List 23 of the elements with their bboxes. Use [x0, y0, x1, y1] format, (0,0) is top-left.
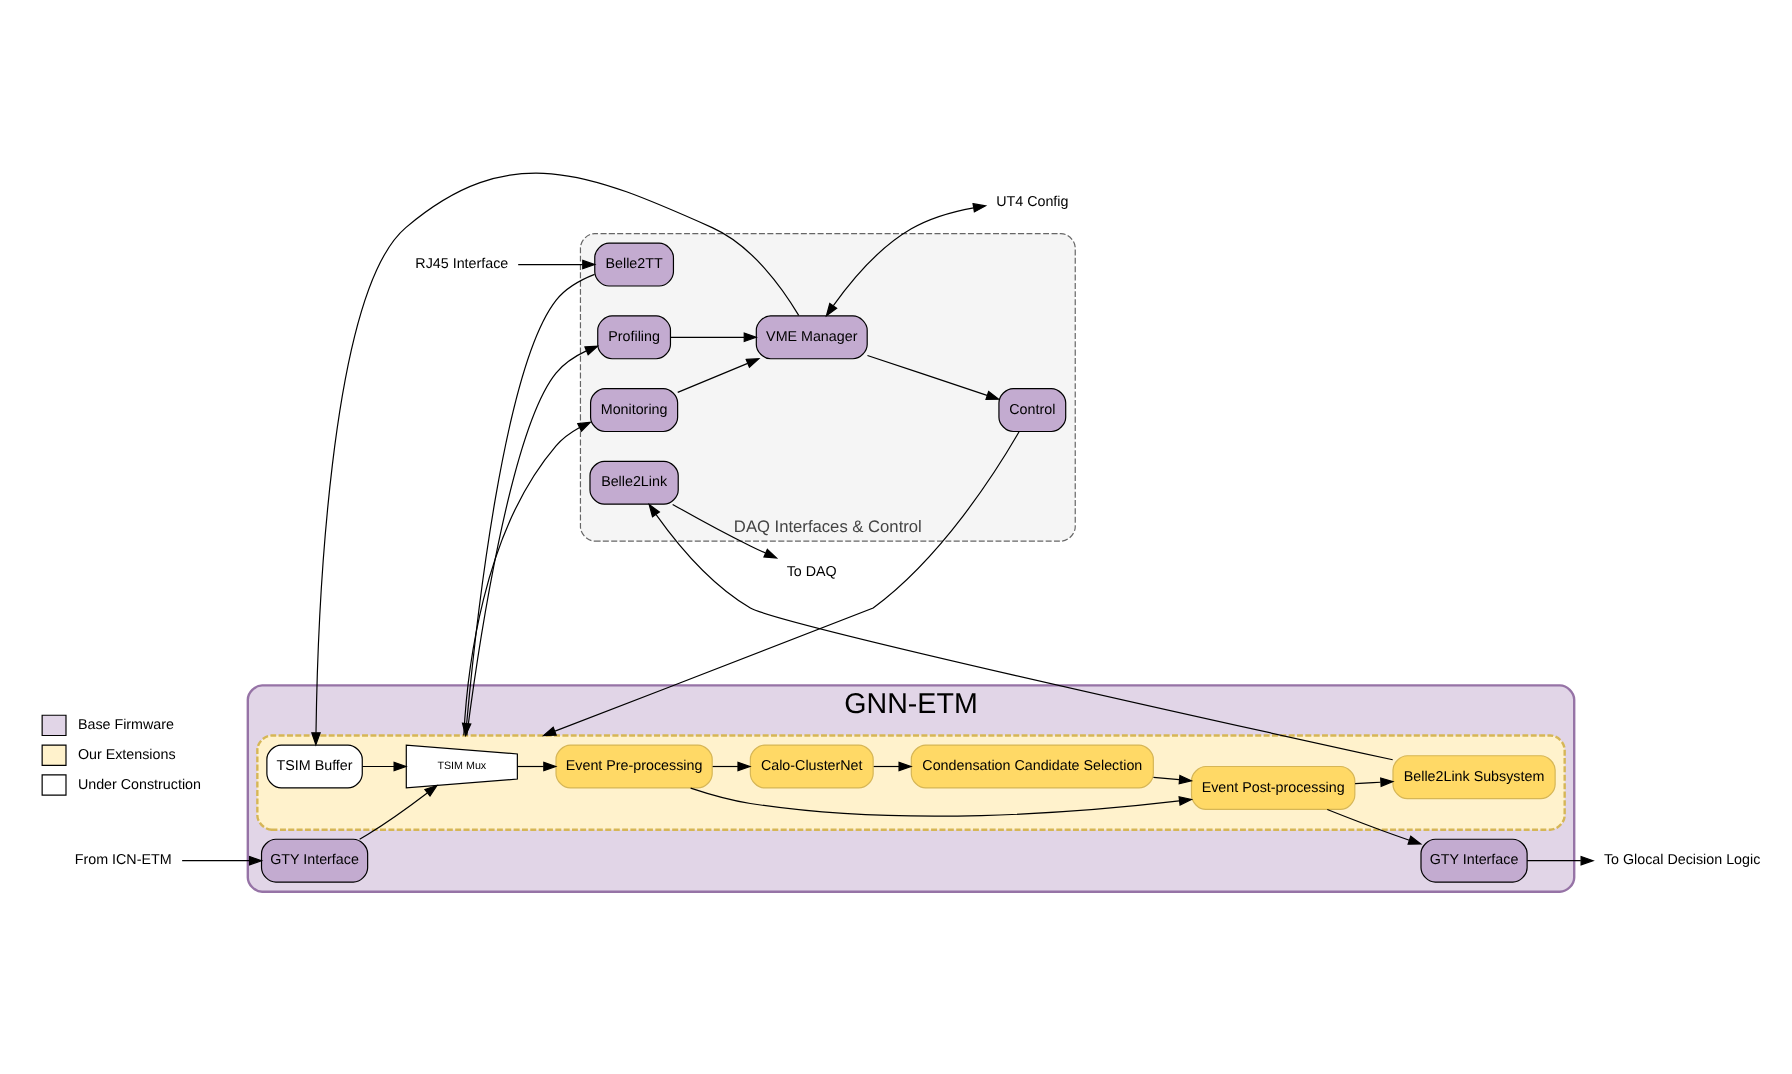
arrow: [824, 202, 987, 318]
arrow: [689, 787, 1193, 817]
arrow: [671, 503, 778, 559]
arrow: [180, 855, 263, 866]
arrow: [540, 430, 1019, 737]
arrow: [1325, 808, 1422, 845]
arrow: [310, 172, 799, 747]
arrow: [465, 345, 599, 737]
arrow: [358, 784, 438, 840]
arrow: [647, 503, 1393, 761]
arrow: [1525, 855, 1594, 866]
arrow: [669, 332, 757, 343]
arrow: [1353, 777, 1394, 788]
arrow: [360, 761, 407, 772]
arrow: [462, 421, 591, 737]
arrow: [711, 761, 751, 772]
arrow: [872, 761, 912, 772]
arrow: [1151, 774, 1193, 785]
arrow: [676, 358, 760, 393]
arrow: [516, 761, 557, 772]
arrow: [516, 259, 596, 270]
arrow: [460, 273, 595, 738]
arrow: [865, 354, 1000, 400]
